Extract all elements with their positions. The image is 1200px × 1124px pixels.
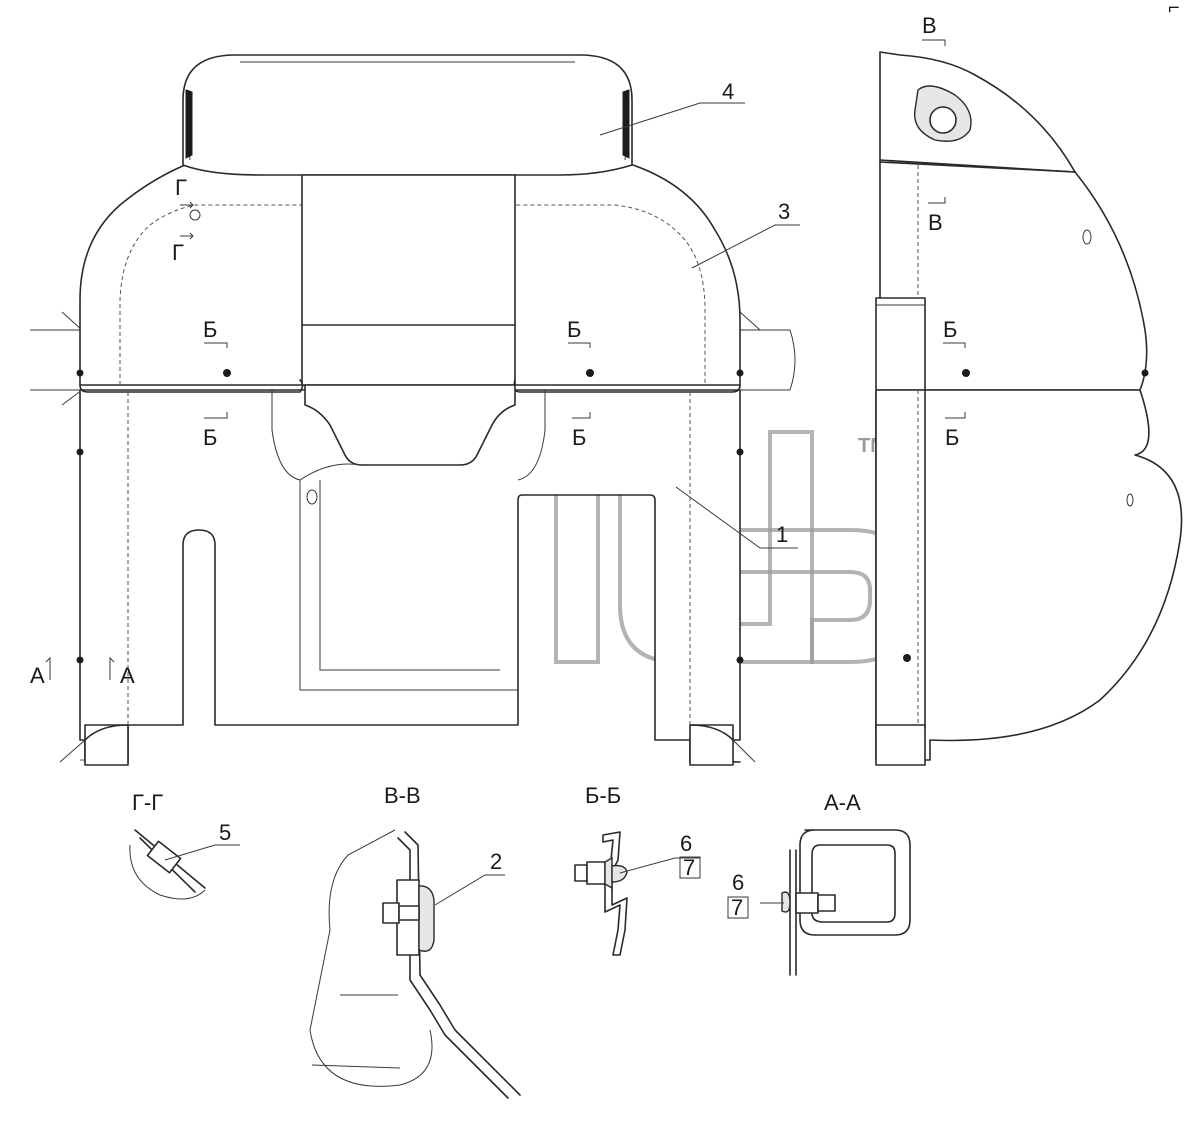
section-title-vv: В-В [384, 783, 421, 808]
callout-5: 5 [219, 820, 231, 845]
section-mark-a-1: А [30, 663, 45, 688]
section-mark-b-5: Б [943, 317, 957, 342]
callout-7-aa: 7 [731, 895, 743, 920]
section-mark-b-1: Б [203, 317, 217, 342]
section-mark-b-2: Б [203, 425, 217, 450]
part-4-top-cap [182, 54, 633, 176]
section-title-bb: Б-Б [585, 783, 621, 808]
side-view: В В Б Б ⌐ [875, 0, 1183, 766]
callout-7-bb: 7 [683, 855, 695, 880]
corner-mark: ⌐ [1168, 0, 1180, 19]
section-mark-b-3: Б [567, 317, 581, 342]
callout-6-aa: 6 [732, 870, 744, 895]
section-title-aa: А-А [824, 790, 861, 815]
section-v-v: В-В 2 [309, 783, 521, 1099]
section-a-a: А-А 6 7 [727, 790, 911, 976]
section-mark-a-2: А [120, 663, 135, 688]
callout-3: 3 [778, 199, 790, 224]
section-mark-g-top: Г [175, 175, 187, 200]
callout-1: 1 [776, 522, 788, 547]
section-mark-v-mid: В [928, 210, 943, 235]
section-mark-b-6: Б [945, 425, 959, 450]
section-b-b: Б-Б 6 7 [574, 783, 701, 956]
callout-4: 4 [722, 79, 734, 104]
callout-6-bb: 6 [680, 831, 692, 856]
front-view: Г Г Б Б Б Б А А 4 3 1 [30, 54, 800, 766]
section-g-g: Г-Г 5 [129, 790, 240, 900]
section-mark-b-4: Б [572, 425, 586, 450]
callout-2: 2 [490, 849, 502, 874]
section-title-gg: Г-Г [132, 790, 163, 815]
section-mark-g-bottom: Г [172, 240, 184, 265]
section-mark-v-top: В [922, 13, 937, 38]
